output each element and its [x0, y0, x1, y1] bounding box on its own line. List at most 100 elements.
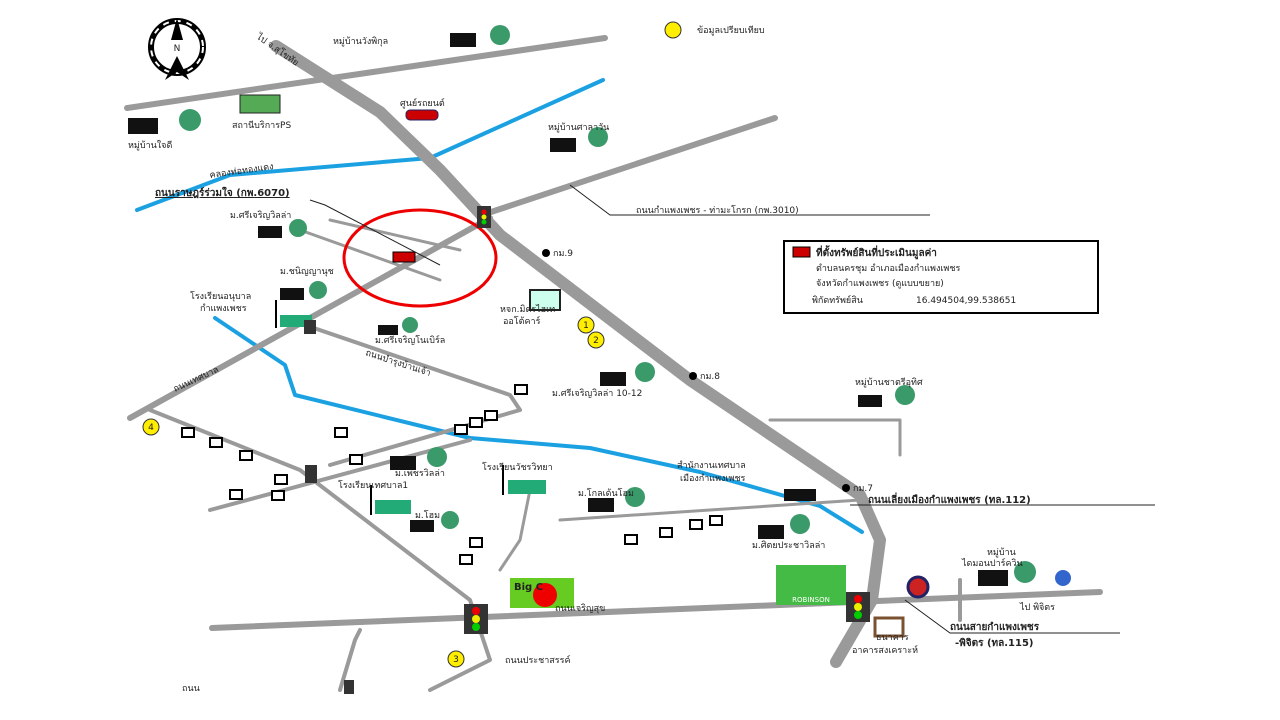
gas-station-icon	[906, 575, 930, 599]
label-road-115b: -พิจิตร (ทล.115)	[955, 637, 1033, 649]
road-bottom	[209, 589, 1103, 631]
village-icon	[450, 25, 510, 47]
comparison-marker-3: 3	[447, 650, 465, 668]
ps-station-icon	[239, 94, 281, 114]
school-icon	[370, 485, 411, 515]
canal-north	[135, 78, 605, 212]
label-road-115a: ถนนสายกำแพงเพชร	[950, 621, 1040, 633]
bank-icon	[873, 616, 905, 638]
label-municipal-office-2: เมืองกำแพงเพชร	[680, 473, 746, 484]
village-icon	[550, 127, 608, 152]
km-post-icon	[542, 249, 550, 257]
svg-text:Big C: Big C	[514, 582, 543, 593]
label-village-wangpikul: หมู่บ้านวังพิกุล	[333, 36, 388, 47]
traffic-light-icon	[304, 320, 316, 334]
property-box-line2: จังหวัดกำแพงเพชร (ดูแบบขยาย)	[816, 278, 944, 289]
village-icon	[390, 447, 447, 470]
label-canal: คลองท่อทองแดง	[209, 162, 274, 181]
label-to-phichit: ไป พิจิตร	[1019, 602, 1055, 613]
label-road-charoensuk: ถนนเจริญสุข	[555, 603, 605, 614]
km-post-icon	[689, 372, 697, 380]
road-north	[124, 35, 608, 111]
village-icon	[858, 385, 915, 407]
traffic-light-icons	[304, 206, 870, 694]
label-mitr-auto: หจก.มิตรไฮเท	[500, 304, 555, 315]
comparison-marker-4: 4	[142, 418, 160, 436]
label-village-chatri: หมู่บ้านชาตรีอุทิศ	[855, 377, 923, 388]
label-road-left: ถนนเทศบาล	[172, 365, 220, 395]
svg-text:3: 3	[453, 655, 459, 665]
car-icon	[405, 109, 439, 121]
label-petch-villa: ม.เพชรวิลล่า	[395, 468, 445, 479]
label-sricharoen-villa-1012: ม.ศรีเจริญวิลล่า 10-12	[552, 388, 642, 399]
village-icon	[588, 487, 645, 512]
traffic-light-icon	[305, 465, 317, 483]
label-watcharawit-school: โรงเรียนวัชรวิทยา	[482, 462, 553, 473]
label-pracha-villa: ม.ศิตยประชาวิลล่า	[752, 540, 825, 551]
road-left-lower	[208, 438, 472, 512]
label-municipal-office: สำนักงานเทศบาล	[677, 460, 746, 471]
property-coord-label: พิกัดทรัพย์สิน	[812, 294, 863, 306]
label-village-salawan: หมู่บ้านศาลาวัน	[548, 122, 609, 133]
village-icon	[128, 109, 201, 134]
comparison-marker-2: 2	[587, 331, 605, 349]
label-km8: กม.8	[700, 372, 720, 382]
property-info-box: ที่ตั้งทรัพย์สินที่ประเมินมูลค่า ตำบลนคร…	[783, 240, 1099, 314]
village-icon	[410, 511, 459, 532]
main-road	[270, 40, 886, 668]
label-ps-station: สถานีบริการPS	[232, 120, 291, 131]
road-soi4	[328, 218, 462, 252]
svg-text:ROBINSON: ROBINSON	[792, 596, 830, 604]
label-km7: กม.7	[853, 484, 873, 494]
road-soi2	[498, 488, 532, 572]
legend-comparison-label: ข้อมูลเปรียบเทียบ	[697, 25, 765, 36]
leader-3010	[569, 184, 930, 216]
label-m-home: ม.โฮม	[415, 510, 440, 521]
village-icon	[758, 514, 810, 539]
label-chaninyanuch: ม.ชนิญญานุช	[280, 266, 334, 277]
label-road-bottom-left: ถนน	[182, 684, 200, 694]
label-car-center: ศูนย์รถยนต์	[400, 97, 445, 109]
property-legend-icon	[792, 246, 811, 258]
label-village-jaidee: หมู่บ้านใจดี	[128, 140, 172, 151]
traffic-light-icon	[846, 592, 870, 622]
municipal-building-icon	[784, 489, 816, 501]
robinson-logo: ROBINSON	[776, 565, 846, 605]
roads	[124, 35, 1103, 692]
km-post-icon	[842, 484, 850, 492]
label-to-sukhothai: ไป จ.สุโขทัย	[253, 31, 300, 69]
leader-6070	[309, 199, 441, 266]
village-icon	[280, 281, 327, 300]
gas-station-icon	[1055, 570, 1071, 586]
label-road-prachasan: ถนนประชาสรรค์	[505, 654, 570, 666]
road-bottom-left	[338, 628, 362, 692]
comparison-marker-1: 1	[577, 316, 595, 334]
property-box-title: ที่ตั้งทรัพย์สินที่ประเมินมูลค่า	[816, 245, 937, 260]
label-km9: กม.9	[553, 249, 573, 259]
property-box-line1: ตำบลนครชุม อำเภอเมืองกำแพงเพชร	[816, 263, 960, 274]
label-anuban-school: โรงเรียนอนุบาล	[190, 291, 251, 302]
traffic-light-icon	[344, 680, 354, 694]
svg-text:4: 4	[148, 423, 154, 433]
comparison-markers: 1 2 3 4	[142, 316, 605, 668]
label-bank-2: อาคารสงเคราะห์	[852, 644, 918, 656]
bigc-logo: Big C	[510, 578, 574, 608]
label-village-diamond: หมู่บ้าน	[987, 547, 1016, 558]
village-icon	[978, 561, 1036, 586]
property-highlight-circle	[342, 208, 498, 308]
showroom-icon	[529, 289, 561, 311]
label-sricharoen-noble: ม.ศรีเจริญโนเบิร์ล	[375, 334, 445, 346]
property-marker	[392, 251, 416, 263]
label-anuban-school-2: กำแพงเพชร	[200, 303, 247, 314]
label-tesaban1-school: โรงเรียนเทศบาล1	[338, 480, 408, 491]
label-village-diamond-2: ไดมอนปาร์ควิน	[961, 557, 1023, 569]
road-bamrung	[303, 323, 522, 467]
house-icons	[181, 384, 723, 565]
label-mitr-auto-2: ออโต้คาร์	[503, 315, 541, 327]
leader-115	[904, 599, 1120, 634]
label-bank: ธนาคาร	[876, 633, 909, 643]
traffic-light-icon	[464, 604, 488, 634]
road-soi	[558, 498, 862, 522]
label-road-6070: ถนนราษฎร์ร่วมใจ (กพ.6070)	[155, 186, 290, 199]
